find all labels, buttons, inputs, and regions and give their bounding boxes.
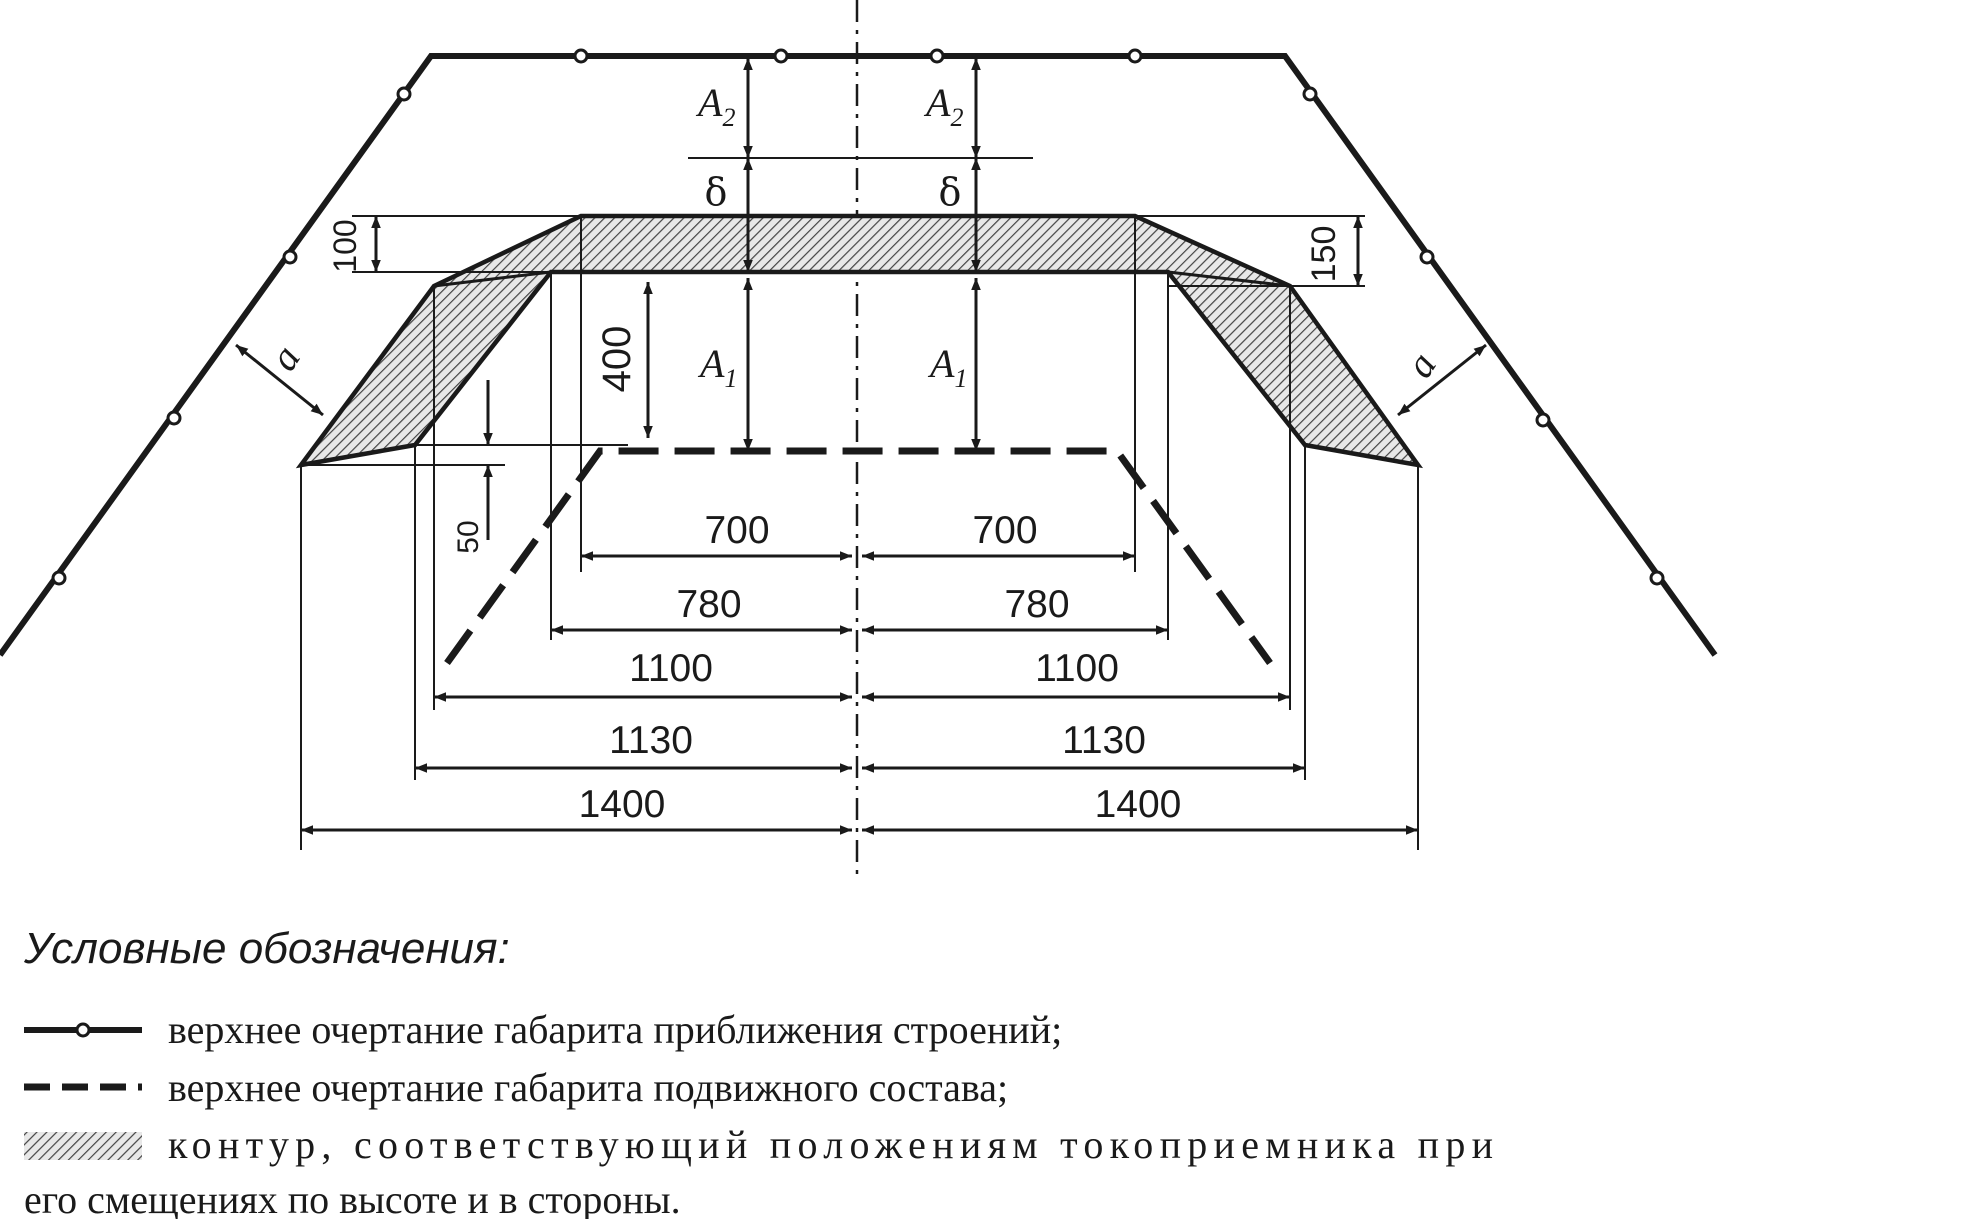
dim-1400-left: 1400	[579, 783, 666, 826]
dim-150: 150	[1305, 226, 1343, 283]
structure-clearance-outline	[0, 48, 1718, 657]
dim-780-left: 780	[676, 583, 741, 626]
vertical-dimension-arrows	[235, 58, 1487, 540]
symbol-labels: a a A2 A2 δ δ A1 A1	[260, 80, 1445, 393]
legend-item-structure: верхнее очертание габарита приближения с…	[168, 1007, 1062, 1052]
extension-lines	[300, 157, 1419, 850]
legend: Условные обозначения: верхнее очертание …	[23, 924, 1493, 1219]
legend-title: Условные обозначения:	[23, 924, 510, 973]
dimension-values: 700 700 780 780 1100 1100 1130 1130 1400…	[327, 219, 1343, 826]
rolling-stock-outline	[444, 447, 1273, 666]
dim-1130-right: 1130	[1062, 719, 1146, 762]
label-delta-right: δ	[939, 170, 962, 214]
label-A1-right: A1	[927, 341, 967, 393]
legend-item-contour-continuation: его смещениях по высоте и в стороны.	[24, 1177, 681, 1219]
legend-item-rolling-stock: верхнее очертание габарита подвижного со…	[168, 1065, 1008, 1110]
dim-1100-right: 1100	[1035, 647, 1119, 690]
dim-700-left: 700	[704, 509, 769, 552]
label-A2-right: A2	[923, 80, 963, 132]
dim-1400-right: 1400	[1095, 783, 1182, 826]
label-A1-left: A1	[697, 341, 737, 393]
legend-item-contour: контур, соответствующий положениям токоп…	[168, 1122, 1493, 1167]
dim-100: 100	[327, 219, 363, 272]
label-delta-left: δ	[705, 170, 728, 214]
horizontal-dimension-arrows	[301, 551, 1418, 835]
legend-hatch-symbol	[24, 1132, 142, 1160]
label-A2-left: A2	[695, 80, 735, 132]
dim-1130-left: 1130	[609, 719, 693, 762]
legend-structure-symbol	[24, 1022, 142, 1038]
label-a-right: a	[1396, 344, 1445, 385]
dim-700-right: 700	[972, 509, 1037, 552]
pantograph-contour	[295, 213, 1424, 469]
dim-780-right: 780	[1004, 583, 1069, 626]
dim-400: 400	[595, 326, 639, 393]
dim-50: 50	[452, 520, 485, 553]
dim-1100-left: 1100	[629, 647, 713, 690]
